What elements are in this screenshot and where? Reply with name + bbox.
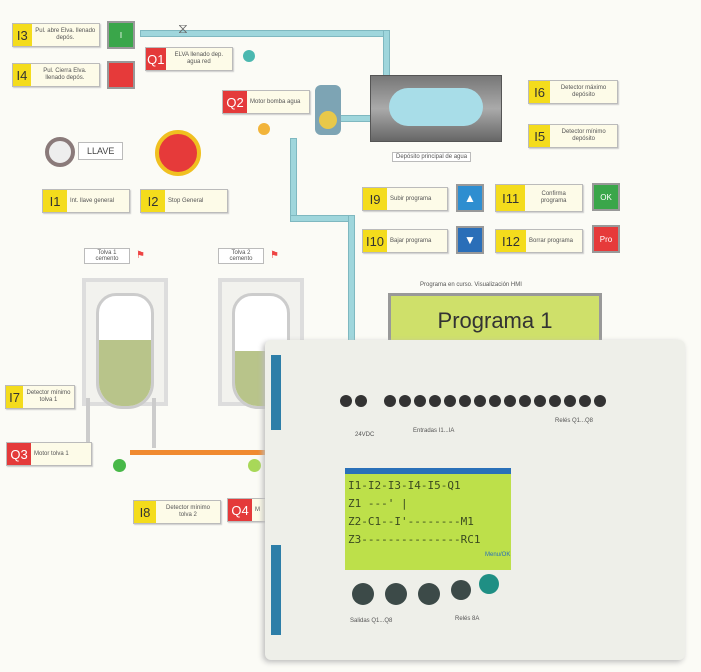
pump-icon (315, 85, 341, 135)
up-arrow-button[interactable]: ▲ (456, 184, 484, 212)
lcd-line: Z1 ---' | (348, 497, 408, 510)
tag-label: Confirma programa (540, 191, 567, 204)
lcd-line: Z3---------------RC1 (348, 533, 481, 546)
water-pipe-vertical (348, 215, 355, 347)
hmi-caption: Programa en curso. Visualización HMI (420, 282, 522, 288)
q4-lamp (248, 459, 261, 472)
tag-id: I8 (134, 501, 156, 523)
plc-right-button[interactable] (418, 583, 440, 605)
silo-2-label: Tolva 2 cemento (218, 248, 264, 264)
lcd-line: Z2-C1--I'--------M1 (348, 515, 474, 528)
tag-id: I7 (6, 386, 24, 408)
conveyor (130, 450, 270, 455)
tag-label: Subir programa (390, 195, 432, 202)
tag-id: I5 (529, 125, 551, 147)
q2-lamp (258, 123, 270, 135)
delete-program-button[interactable]: Pro (592, 225, 620, 253)
tag-label: Motor bomba agua (250, 98, 301, 105)
inputs-label: Entradas I1...IA (413, 428, 455, 434)
tag-label: Detector máximo depósito (560, 85, 607, 98)
flag-icon: ⚑ (270, 250, 279, 261)
tag-id: I9 (363, 188, 387, 210)
tag-id: I12 (496, 230, 526, 252)
menu-label: Menu/OK (485, 552, 511, 558)
tag-label: Motor tolva 1 (34, 450, 69, 457)
q3-lamp (113, 459, 126, 472)
tag-id: I4 (13, 64, 31, 86)
tag-label: M (255, 506, 260, 513)
tag-label: Bajar programa (390, 237, 432, 244)
tag-id: I10 (363, 230, 387, 252)
output-tag-q1: Q1 ELVA llenado dep. agua red (145, 47, 233, 71)
outputs-label: Salidas Q1...Q8 (350, 618, 393, 624)
tag-label: Detector mínimo tolva 2 (165, 505, 210, 518)
water-tank (370, 75, 502, 142)
tag-label: Stop General (168, 197, 204, 204)
water-pipe-mid (290, 215, 354, 222)
key-switch[interactable] (45, 137, 75, 167)
plc-clip (271, 545, 281, 635)
input-tag-i4: I4 Pul. Cierra Elva. llenado depós. (12, 63, 100, 87)
tank-label: Depósito principal de agua (392, 152, 472, 162)
tag-label: Borrar programa (529, 237, 574, 244)
plc-down-button[interactable] (451, 580, 471, 600)
tag-id: Q2 (223, 91, 247, 113)
silo-1-label: Tolva 1 cemento (84, 248, 130, 264)
tag-label: ELVA llenado dep. agua red (174, 52, 224, 65)
close-valve-button[interactable] (107, 61, 135, 89)
plc-shift-button[interactable] (352, 583, 374, 605)
input-tag-i6: I6 Detector máximo depósito (528, 80, 618, 104)
tag-id: I6 (529, 81, 550, 103)
tag-id: Q3 (7, 443, 31, 465)
tag-id: Q1 (146, 48, 166, 70)
flag-icon: ⚑ (136, 250, 145, 261)
power-label: 24VDC (355, 432, 375, 438)
water-pipe-pump (290, 138, 297, 220)
emergency-stop-button[interactable] (155, 130, 201, 176)
plc-clip (271, 355, 281, 430)
tag-id: I11 (496, 185, 526, 211)
tag-label: Detector mínimo depósito (561, 129, 606, 142)
silo-1 (82, 258, 168, 448)
terminal-row (340, 395, 606, 407)
tag-label: Pul. Cierra Elva. llenado depós. (43, 68, 87, 81)
plc-lcd: I1-I2-I3-I4-I5-Q1 Z1 ---' | Z2-C1--I'---… (345, 468, 511, 570)
plc-left-button[interactable] (385, 583, 407, 605)
input-tag-i8: I8 Detector mínimo tolva 2 (133, 500, 221, 524)
input-tag-i11: I11 Confirma programa (495, 184, 583, 212)
tag-id: I3 (13, 24, 32, 46)
tag-label: Pul. abre Elva. llenado depós. (35, 28, 96, 41)
tag-label: Int. llave general (70, 197, 115, 204)
ok-button[interactable]: OK (592, 183, 620, 211)
input-tag-i5: I5 Detector mínimo depósito (528, 124, 618, 148)
valve-icon: ⧖ (178, 20, 188, 36)
q1-lamp (243, 50, 255, 62)
key-label: LLAVE (78, 142, 124, 160)
plc-device: 24VDC Entradas I1...IA Relés Q1...Q8 I1-… (265, 340, 685, 660)
relay-label: Relés Q1...Q8 (555, 418, 594, 424)
lcd-line: I1-I2-I3-I4-I5-Q1 (348, 479, 461, 492)
relay-rating-label: Relés 8A (455, 616, 480, 622)
tag-label: Detector mínimo tolva 1 (26, 390, 71, 403)
tag-id: I1 (43, 190, 67, 212)
tag-id: Q4 (228, 499, 252, 521)
down-arrow-button[interactable]: ▼ (456, 226, 484, 254)
open-valve-button[interactable]: I (107, 21, 135, 49)
plc-menu-ok-button[interactable] (479, 574, 499, 594)
tag-id: I2 (141, 190, 165, 212)
